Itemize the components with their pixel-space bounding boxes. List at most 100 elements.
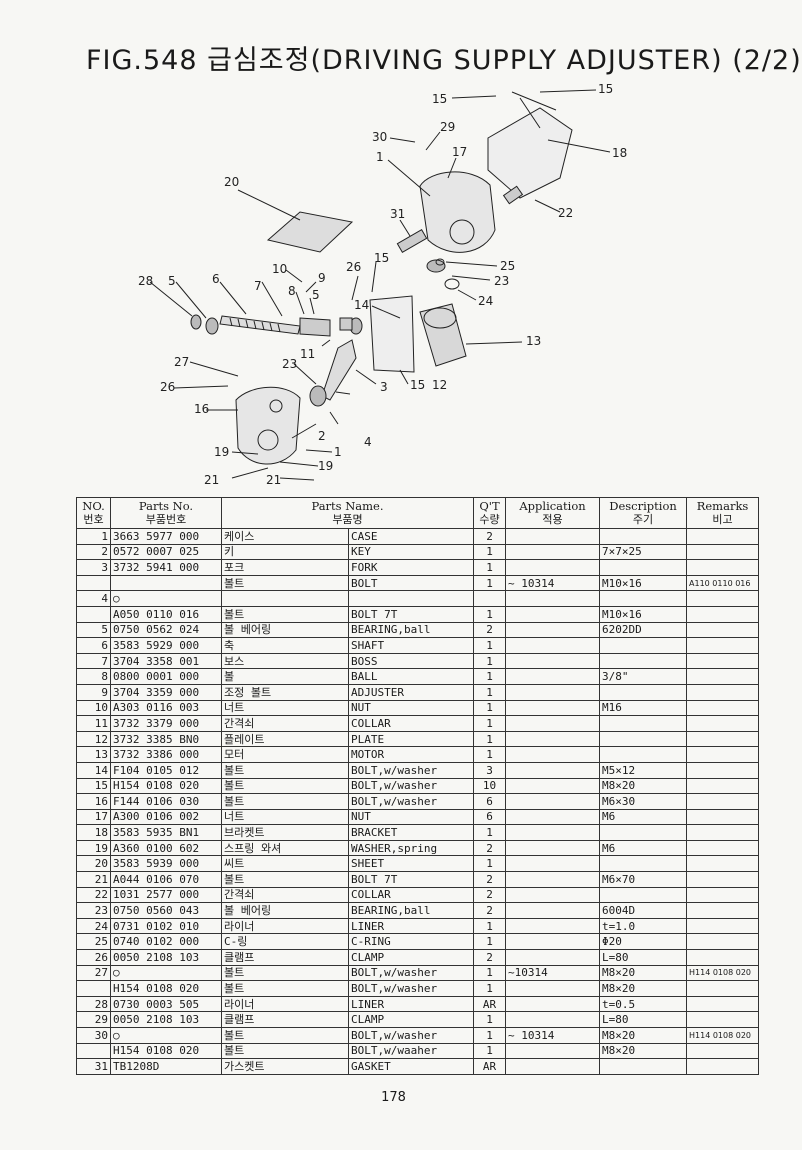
diagram-callouts: 15 15 29 30 17 1 18 20 31 22 25 23 24 10… <box>138 82 627 487</box>
callout-label: 12 <box>432 378 447 392</box>
cell-remarks <box>686 839 760 857</box>
cell-name-en: KEY <box>347 543 475 561</box>
cell-application <box>505 949 601 966</box>
cell-qty: 2 <box>473 902 507 919</box>
callout-label: 23 <box>282 357 297 371</box>
cell-application: ~10314 <box>505 964 601 982</box>
callout-label: 28 <box>138 274 153 288</box>
cell-name-en: COLLAR <box>347 715 475 732</box>
cell-name-ko: 보스 <box>221 652 349 670</box>
cell-name-en: BOLT,w/washer <box>347 793 475 810</box>
cell-qty: AR <box>473 1058 507 1075</box>
cell-part-no: 3583 5939 000 <box>110 855 222 873</box>
cell-remarks <box>686 1042 760 1060</box>
cell-no: 7 <box>76 652 111 670</box>
cell-application <box>505 933 601 951</box>
header-parts-name: Parts Name.부품명 <box>220 497 475 529</box>
cell-name-ko: 볼트 <box>221 761 349 779</box>
cell-name-en: WASHER,spring <box>347 839 475 857</box>
callout-label: 26 <box>346 260 361 274</box>
cell-description: M10×16 <box>599 605 688 623</box>
cell-application <box>505 730 601 748</box>
cell-no: 22 <box>76 886 111 904</box>
cell-part-no: H154 0108 020 <box>110 1042 222 1060</box>
cell-description: M8×20 <box>599 1027 688 1044</box>
cell-no: 6 <box>76 637 111 654</box>
cell-application <box>505 761 601 779</box>
cell-name-en: BOLT,w/washer <box>347 1027 475 1044</box>
cell-part-no: 1031 2577 000 <box>110 886 222 904</box>
cell-remarks: H114 0108 020 <box>686 964 760 982</box>
cell-name-ko: 가스켓트 <box>221 1058 349 1075</box>
cell-description <box>599 590 688 607</box>
cell-name-ko: 브라켓트 <box>221 824 349 841</box>
cell-qty: 1 <box>473 652 507 670</box>
case-top-drawing <box>419 171 496 253</box>
cell-remarks <box>686 699 760 717</box>
cell-application <box>505 699 601 717</box>
cell-no: 11 <box>76 715 111 732</box>
cell-application <box>505 777 601 795</box>
cell-application <box>505 855 601 873</box>
cell-qty: 1 <box>473 1011 507 1028</box>
cell-part-no: 0050 2108 103 <box>110 949 222 966</box>
cell-qty: 1 <box>473 964 507 982</box>
cell-part-no: 0750 0562 024 <box>110 621 222 639</box>
bracket-drawing <box>487 107 573 199</box>
cell-qty: 2 <box>473 621 507 639</box>
cell-name-en: BEARING,ball <box>347 902 475 919</box>
cell-name-en: BALL <box>347 668 475 685</box>
callout-label: 21 <box>266 473 281 487</box>
cell-name-en: LINER <box>347 917 475 935</box>
cell-remarks <box>686 668 760 685</box>
cell-no: 2 <box>76 543 111 561</box>
cell-no: 28 <box>76 995 111 1013</box>
cell-name-en: BOLT,w/waaher <box>347 1042 475 1060</box>
motor-plate-drawing <box>369 295 415 373</box>
callout-label: 16 <box>194 402 209 416</box>
cell-part-no: 0800 0001 000 <box>110 668 222 685</box>
exploded-parts-diagram: 15 15 29 30 17 1 18 20 31 22 25 23 24 10… <box>0 80 787 495</box>
cell-no <box>76 980 111 997</box>
cell-name-ko: 볼트 <box>221 793 349 810</box>
cell-no: 27 <box>76 964 111 982</box>
cell-application <box>505 528 601 545</box>
cell-name-en: CASE <box>347 528 475 545</box>
cell-no: 10 <box>76 699 111 717</box>
cell-qty: 1 <box>473 637 507 654</box>
cell-remarks: H114 0108 020 <box>686 1027 760 1044</box>
cell-part-no: ○ <box>110 1027 222 1044</box>
cell-qty: 1 <box>473 559 507 576</box>
cell-no: 19 <box>76 839 111 857</box>
cell-no: 30 <box>76 1027 111 1044</box>
cell-qty: 2 <box>473 949 507 966</box>
cell-description <box>599 715 688 732</box>
callout-label: 8 <box>288 284 296 298</box>
callout-label: 7 <box>254 279 262 293</box>
cell-application <box>505 793 601 810</box>
cell-no <box>76 1042 111 1060</box>
cell-application <box>505 590 601 607</box>
cell-qty: 1 <box>473 715 507 732</box>
cell-qty: 1 <box>473 730 507 748</box>
cell-part-no: 3732 3386 000 <box>110 746 222 763</box>
cell-description <box>599 824 688 841</box>
cell-part-no: A360 0100 602 <box>110 839 222 857</box>
cell-qty: 1 <box>473 980 507 997</box>
figure-title: FIG.548 급심조정(DRIVING SUPPLY ADJUSTER) (2… <box>86 45 802 76</box>
table-row: 4○ <box>76 590 760 607</box>
